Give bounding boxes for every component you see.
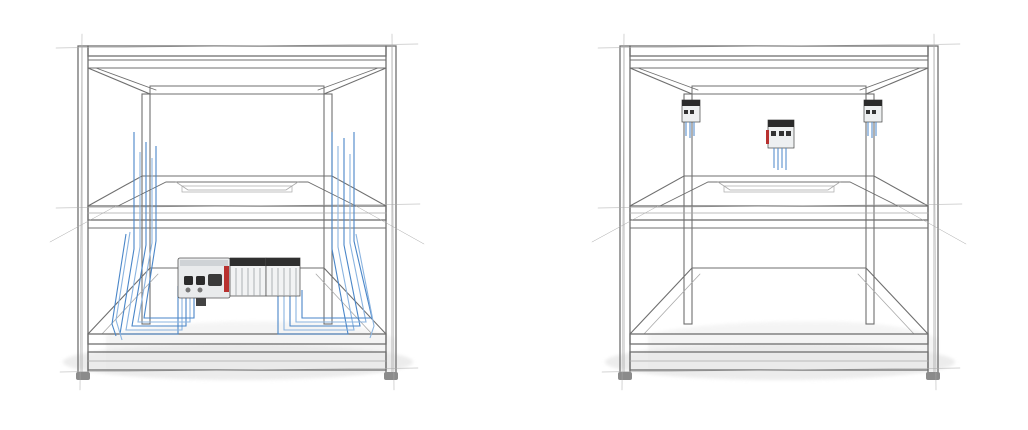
cable-bundle-left: [111, 132, 195, 341]
machine-frame-right: [592, 34, 966, 390]
cable-bundle-right: [277, 132, 375, 339]
machine-frame-left: [50, 34, 424, 390]
central-io-cabinet: [177, 257, 301, 306]
central-wiring-diagram: [50, 34, 424, 390]
io-module-right: [863, 99, 883, 138]
decentral-wiring-diagram: [592, 34, 966, 390]
io-module-left: [681, 99, 701, 138]
io-module-center: [766, 119, 795, 170]
